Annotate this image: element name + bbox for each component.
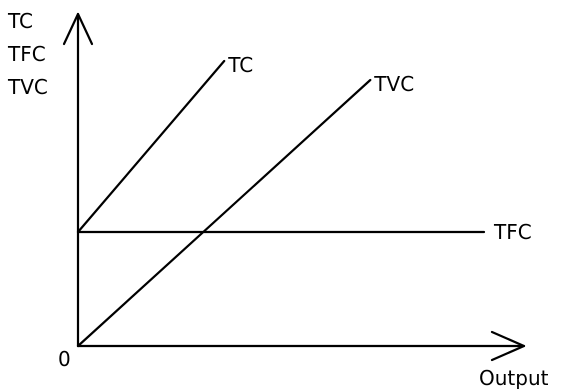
y-axis-arrowhead [62,12,94,46]
series-line-tvc [76,78,372,348]
series-label-tvc: TVC [373,72,414,96]
x-axis-arrowhead [490,330,526,362]
y-axis-label-tc: TC [7,9,33,33]
y-axis-label-tvc: TVC [7,75,48,99]
series-label-tc: TC [227,53,253,77]
series-line-tc [76,59,226,234]
y-axis-label-tfc: TFC [7,42,46,66]
origin-label: 0 [58,347,71,371]
x-axis-label: Output [479,366,549,389]
series-layer: TC TVC TFC [76,53,532,348]
series-label-tfc: TFC [493,220,532,244]
